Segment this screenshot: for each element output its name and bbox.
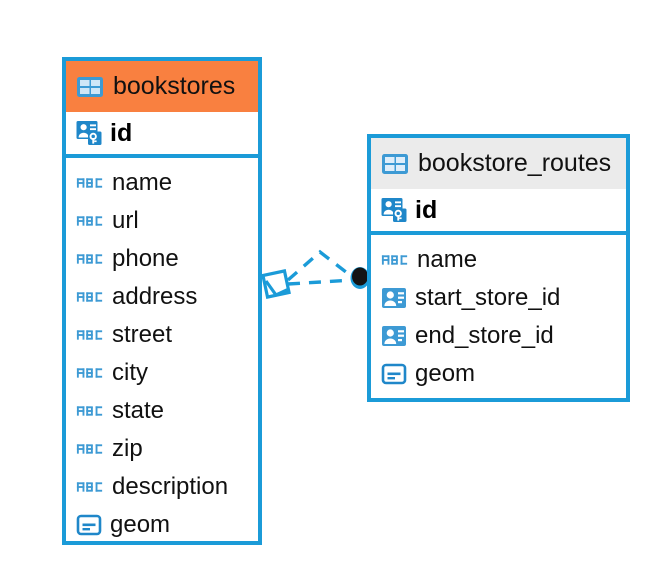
foreign-key-icon xyxy=(382,288,406,308)
field-row[interactable]: address xyxy=(66,278,258,316)
primary-key-icon xyxy=(76,121,102,145)
text-type-icon xyxy=(76,330,103,340)
text-type-icon xyxy=(76,216,103,226)
entity-bookstore-routes[interactable]: bookstore_routes id xyxy=(367,134,630,402)
field-name: street xyxy=(112,321,173,348)
entity-bookstore-routes-title: bookstore_routes xyxy=(418,149,612,177)
field-name: city xyxy=(112,359,148,386)
entity-bookstores-primary-key-name: id xyxy=(110,118,133,147)
entity-bookstore-routes-field-list: name start_store_id xyxy=(371,235,626,397)
field-row[interactable]: geom xyxy=(66,506,258,544)
entity-bookstore-routes-primary-key-name: id xyxy=(415,195,438,224)
field-name: url xyxy=(112,207,139,234)
text-type-icon xyxy=(76,368,103,378)
relationship-path-upper xyxy=(286,249,357,282)
field-name: name xyxy=(112,169,173,196)
field-name: zip xyxy=(112,435,143,462)
field-row[interactable]: description xyxy=(66,468,258,506)
field-row[interactable]: phone xyxy=(66,240,258,278)
text-type-icon xyxy=(76,178,103,188)
crows-foot-tail xyxy=(264,280,290,298)
entity-bookstores[interactable]: bookstores id xyxy=(62,57,262,545)
table-icon xyxy=(77,76,103,97)
field-row[interactable]: street xyxy=(66,316,258,354)
text-type-icon xyxy=(76,292,103,302)
geometry-type-icon xyxy=(76,514,102,536)
entity-bookstore-routes-primary-key-row[interactable]: id xyxy=(371,189,626,235)
field-row[interactable]: name xyxy=(66,164,258,202)
entity-bookstore-routes-header[interactable]: bookstore_routes xyxy=(371,138,626,189)
one-diamond-marker xyxy=(261,269,291,299)
field-name: end_store_id xyxy=(415,322,554,349)
relationship-path-lower xyxy=(287,278,355,286)
field-name: phone xyxy=(112,245,179,272)
field-row[interactable]: url xyxy=(66,202,258,240)
field-name: name xyxy=(417,246,478,273)
text-type-icon xyxy=(76,444,103,454)
text-type-icon xyxy=(76,406,103,416)
field-name: geom xyxy=(415,360,476,387)
geometry-type-icon xyxy=(381,363,407,385)
field-row[interactable]: city xyxy=(66,354,258,392)
text-type-icon xyxy=(76,254,103,264)
entity-bookstores-field-list: name url xyxy=(66,158,258,548)
entity-bookstores-title: bookstores xyxy=(113,72,236,100)
text-type-icon xyxy=(76,482,103,492)
field-name: address xyxy=(112,283,198,310)
field-name: start_store_id xyxy=(415,284,561,311)
field-name: state xyxy=(112,397,165,424)
field-row[interactable]: name xyxy=(371,241,626,279)
primary-key-icon xyxy=(381,198,407,222)
entity-bookstores-header[interactable]: bookstores xyxy=(66,61,258,112)
field-row[interactable]: geom xyxy=(371,355,626,393)
field-name: geom xyxy=(110,511,171,538)
entity-bookstores-primary-key-row[interactable]: id xyxy=(66,112,258,158)
field-row[interactable]: end_store_id xyxy=(371,317,626,355)
foreign-key-icon xyxy=(382,326,406,346)
field-row[interactable]: start_store_id xyxy=(371,279,626,317)
text-type-icon xyxy=(381,255,408,265)
table-icon xyxy=(382,153,408,174)
field-name: description xyxy=(112,473,229,500)
field-row[interactable]: state xyxy=(66,392,258,430)
field-row[interactable]: zip xyxy=(66,430,258,468)
